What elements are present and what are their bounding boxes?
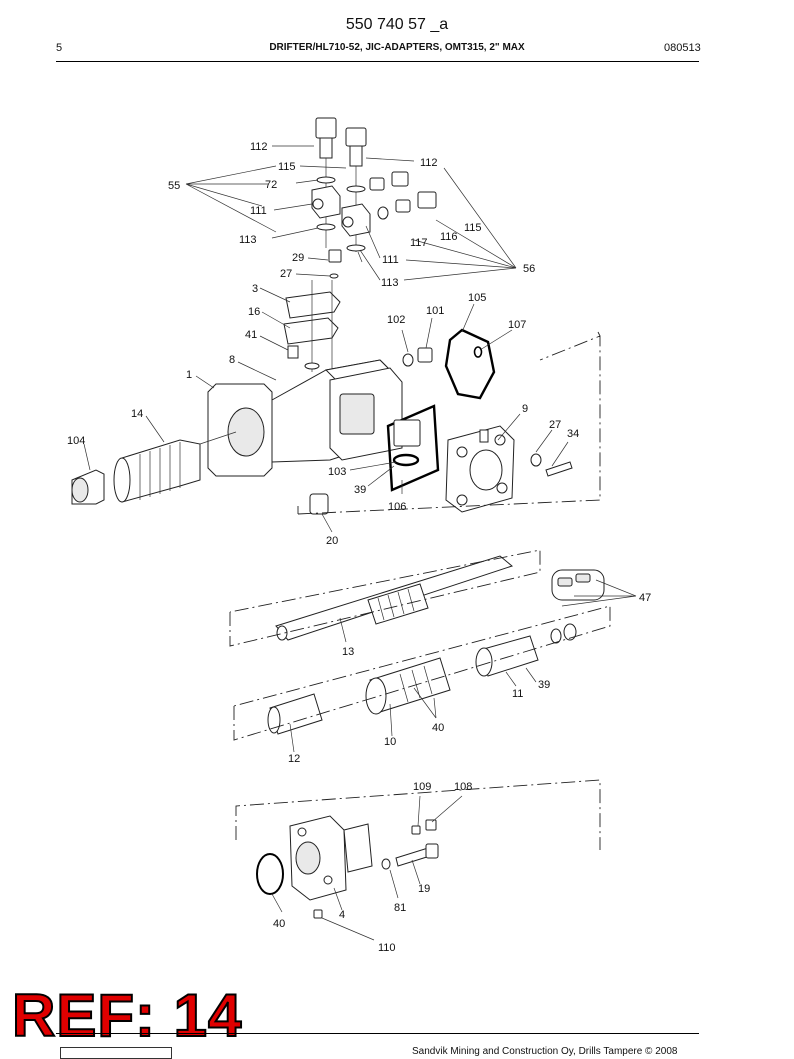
callout-102: 102: [387, 314, 405, 326]
header-rule: [56, 61, 699, 62]
callout-104: 104: [67, 435, 85, 447]
footer-rule: [56, 1033, 699, 1034]
callout-10: 10: [384, 736, 396, 748]
callout-13: 13: [342, 646, 354, 658]
callout-106: 106: [388, 501, 406, 513]
callout-111: 111: [250, 205, 267, 217]
seal-kit: [550, 569, 605, 644]
bottom-flange: [235, 779, 601, 919]
callout-112: 112: [420, 157, 438, 169]
callout-55: 55: [168, 180, 180, 192]
callout-4: 4: [339, 909, 345, 921]
callout-56: 56: [523, 263, 535, 275]
callout-34: 34: [567, 428, 579, 440]
fitting-assembly-55: [311, 117, 437, 252]
main-housing: [207, 345, 403, 477]
callout-105: 105: [468, 292, 486, 304]
callout-116: 116: [440, 231, 458, 243]
housing-envelope: [297, 331, 601, 515]
callout-101: 101: [426, 305, 444, 317]
callout-111: 111: [382, 254, 399, 266]
document-date: 080513: [664, 42, 701, 54]
callout-107: 107: [508, 319, 526, 331]
callout-115: 115: [278, 161, 296, 173]
callout-110: 110: [378, 942, 396, 954]
callout-103: 103: [328, 466, 346, 478]
callout-39: 39: [354, 484, 366, 496]
callout-16: 16: [248, 306, 260, 318]
callout-19: 19: [418, 883, 430, 895]
callout-14: 14: [131, 408, 143, 420]
callout-72: 72: [265, 179, 277, 191]
footer-copyright: Sandvik Mining and Construction Oy, Dril…: [412, 1046, 678, 1057]
callout-12: 12: [288, 753, 300, 765]
callout-109: 109: [413, 781, 431, 793]
callout-11: 11: [512, 688, 523, 700]
callout-113: 113: [239, 234, 257, 246]
callout-20: 20: [326, 535, 338, 547]
callout-1: 1: [186, 369, 192, 381]
callout-113: 113: [381, 277, 399, 289]
callout-39: 39: [538, 679, 550, 691]
document-number: 550 740 57 _a: [345, 16, 449, 33]
callout-115: 115: [464, 222, 482, 234]
callout-108: 108: [454, 781, 472, 793]
callout-27: 27: [549, 419, 561, 431]
bellows-and-nut: [71, 431, 237, 505]
callout-3: 3: [252, 283, 258, 295]
callout-47: 47: [639, 592, 651, 604]
callout-112: 112: [250, 141, 268, 153]
end-cover: [309, 425, 573, 515]
callout-labels: 112 112 115 115 55 72 111 111 113 113 11…: [67, 141, 651, 954]
page-title: DRIFTER/HL710-52, JIC-ADAPTERS, OMT315, …: [269, 42, 525, 53]
callout-9: 9: [522, 403, 528, 415]
cover-plates: [283, 249, 342, 372]
callout-leaders: [83, 145, 637, 941]
callout-41: 41: [245, 329, 257, 341]
piston-shaft: [229, 549, 541, 647]
valve-group: [233, 605, 611, 741]
callout-81: 81: [394, 902, 406, 914]
ref-stamp: REF: 14: [11, 982, 243, 1049]
page-number: 5: [56, 42, 63, 54]
callout-29: 29: [292, 252, 304, 264]
callout-40: 40: [432, 722, 444, 734]
footer-logo: [60, 1047, 172, 1059]
callout-40: 40: [273, 918, 285, 930]
callout-8: 8: [229, 354, 235, 366]
callout-117: 117: [410, 237, 428, 249]
callout-27: 27: [280, 268, 292, 280]
